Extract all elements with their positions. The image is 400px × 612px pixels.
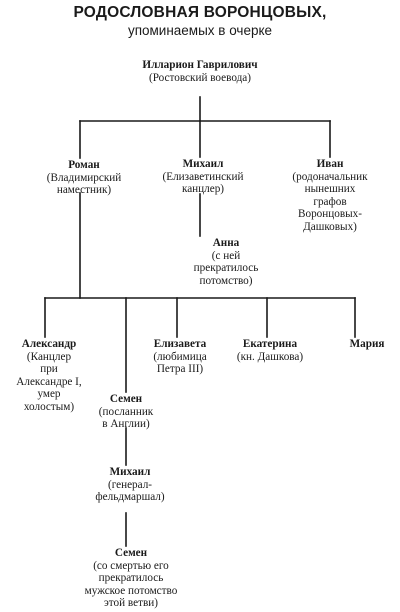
person-description-line: умер: [37, 388, 61, 401]
person-name: Михаил: [109, 466, 151, 478]
person-description-line: мужское потомство: [84, 584, 178, 597]
node-maria: Мария: [350, 338, 385, 351]
person-description-line: (Ростовский воевода): [149, 71, 251, 84]
person-description-line: холостым): [23, 400, 75, 413]
person-description-line: (с ней: [211, 249, 241, 262]
person-description-line: Дашковых): [303, 220, 357, 233]
person-description-line: графов: [313, 195, 347, 208]
person-name: Елизавета: [153, 338, 207, 350]
person-description-line: в Англии): [102, 418, 150, 431]
person-name: Семен: [109, 393, 143, 405]
diagram-title: РОДОСЛОВНАЯ ВОРОНЦОВЫХ,: [73, 4, 327, 21]
person-description-line: при: [40, 363, 58, 376]
node-illarion: Илларион Гаврилович(Ростовский воевода): [142, 59, 257, 84]
person-description-line: наместник): [56, 184, 112, 197]
person-description-line: прекратилось: [193, 262, 259, 275]
person-name: Илларион Гаврилович: [142, 59, 258, 71]
person-name: Анна: [212, 237, 240, 249]
person-name: Михаил: [182, 158, 224, 170]
person-name: Александр: [21, 338, 77, 350]
person-description-line: Петра III): [156, 363, 204, 376]
person-description-line: фельдмаршал): [95, 491, 165, 504]
person-description-line: (любимица: [153, 350, 207, 363]
person-description-line: (посланник: [98, 405, 154, 418]
person-description-line: этой ветви): [103, 597, 158, 610]
person-name: Роман: [68, 159, 100, 171]
person-description-line: (со смертью его: [93, 559, 169, 572]
person-description-line: нынешних: [304, 183, 356, 196]
person-description-line: Воронцовых-: [298, 208, 362, 221]
person-name: Семен: [114, 547, 148, 559]
person-description-line: канцлер): [181, 183, 225, 196]
person-description-line: потомство): [199, 274, 253, 287]
person-name: Иван: [316, 158, 344, 170]
person-description-line: (Елизаветинский: [162, 170, 244, 183]
node-mikhail-fieldmarshal: Михаил(генерал-фельдмаршал): [95, 466, 164, 504]
person-description-line: (кн. Дашкова): [236, 350, 304, 363]
person-description-line: прекратилось: [98, 572, 164, 585]
person-description-line: Александре I,: [16, 375, 82, 388]
person-name: Мария: [349, 338, 385, 350]
node-ekaterina: Екатерина(кн. Дашкова): [237, 338, 303, 363]
person-description-line: (Владимирский: [46, 171, 122, 184]
person-name: Екатерина: [242, 338, 298, 350]
diagram-subtitle: упоминаемых в очерке: [127, 23, 273, 38]
person-description-line: (родоначальник: [292, 170, 368, 183]
person-description-line: (Канцлер: [26, 350, 72, 363]
person-description-line: (генерал-: [107, 478, 153, 491]
